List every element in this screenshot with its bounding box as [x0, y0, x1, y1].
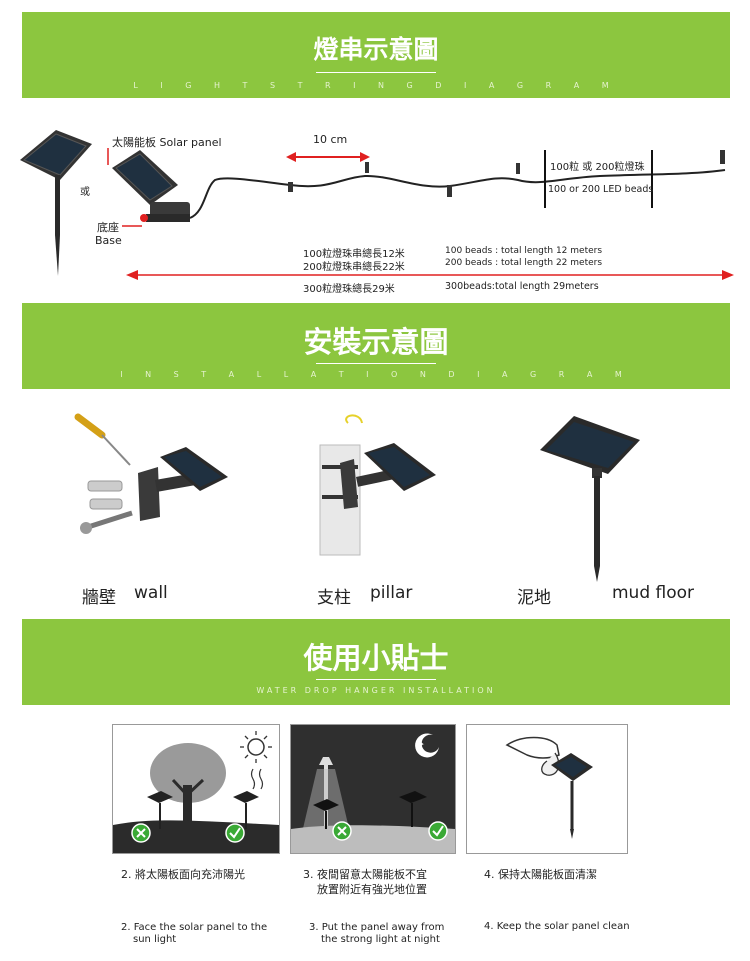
tip1-en-line1: 2. Face the solar panel to the	[121, 922, 268, 933]
section-subtitle: WATER DROP HANGER INSTALLATION	[256, 686, 496, 695]
light-string-cable	[189, 169, 726, 219]
base-label-en: Base	[95, 234, 122, 247]
tip-panel-night: ✦ ✦	[290, 724, 456, 854]
tip2-cn-line2: 放置附近有強光地位置	[317, 883, 427, 896]
section-subtitle: L I G H T S T R I N G D I A G R A M	[133, 81, 619, 90]
length-100-en: 100 beads : total length 12 meters	[445, 246, 603, 256]
title-underline	[316, 72, 436, 73]
length-300-en: 300beads:total length 29meters	[445, 281, 599, 292]
pillar-install-image	[319, 414, 436, 556]
section-header-tips: 使用小貼士 WATER DROP HANGER INSTALLATION	[22, 619, 730, 705]
wall-label-en: wall	[134, 583, 168, 603]
spacing-label: 10 cm	[313, 133, 348, 146]
wall-label-cn: 牆壁	[82, 588, 116, 608]
tip3-cn: 4. 保持太陽能板面清潔	[484, 868, 597, 881]
beads-label-cn: 100粒 或 200粒燈珠	[550, 162, 645, 173]
or-label: 或	[80, 187, 90, 198]
pillar-label-en: pillar	[370, 583, 413, 603]
length-100-cn: 100粒燈珠串總長12米	[303, 249, 405, 260]
tip2-en-line1: 3. Put the panel away from	[309, 922, 445, 933]
bracket-solar-panel-image	[112, 150, 190, 222]
length-300-cn: 300粒燈珠總長29米	[303, 284, 395, 295]
svg-text:✦: ✦	[424, 751, 430, 759]
beads-label-en: 100 or 200 LED beads	[548, 184, 654, 195]
length-200-en: 200 beads : total length 22 meters	[445, 258, 603, 268]
tip-panel-clean	[466, 724, 628, 854]
svg-text:✦: ✦	[418, 740, 425, 749]
stake-solar-panel-image	[20, 130, 92, 276]
title-underline	[316, 363, 436, 364]
length-200-cn: 200粒燈珠串總長22米	[303, 262, 405, 273]
mud-label-en: mud floor	[612, 583, 695, 603]
section-title: 安裝示意圖	[303, 325, 449, 359]
mud-install-image	[540, 416, 640, 582]
base-label-cn: 底座	[97, 221, 119, 234]
section-subtitle: I N S T A L L A T I O N D I A G R A M	[120, 370, 632, 379]
light-string-diagram	[20, 130, 734, 280]
section-title: 燈串示意圖	[313, 35, 439, 64]
solar-panel-label: 太陽能板 Solar panel	[112, 136, 222, 149]
title-underline	[316, 679, 436, 680]
section-title: 使用小貼士	[303, 641, 449, 675]
section-header-installation: 安裝示意圖 I N S T A L L A T I O N D I A G R …	[22, 303, 730, 389]
section-header-light-string: 燈串示意圖 L I G H T S T R I N G D I A G R A …	[22, 12, 730, 98]
tip1-cn: 2. 將太陽板面向充沛陽光	[121, 868, 245, 881]
tip-panel-sunlight	[112, 724, 280, 854]
tip2-en-line2: the strong light at night	[321, 934, 440, 945]
tip2-cn-line1: 3. 夜間留意太陽能板不宜	[303, 868, 427, 881]
tip3-en-line1: 4. Keep the solar panel clean	[484, 921, 630, 932]
pillar-label-cn: 支柱	[317, 588, 351, 608]
tip1-en-line2: sun light	[133, 934, 177, 945]
mud-label-cn: 泥地	[517, 588, 551, 608]
wall-install-image	[74, 413, 228, 534]
